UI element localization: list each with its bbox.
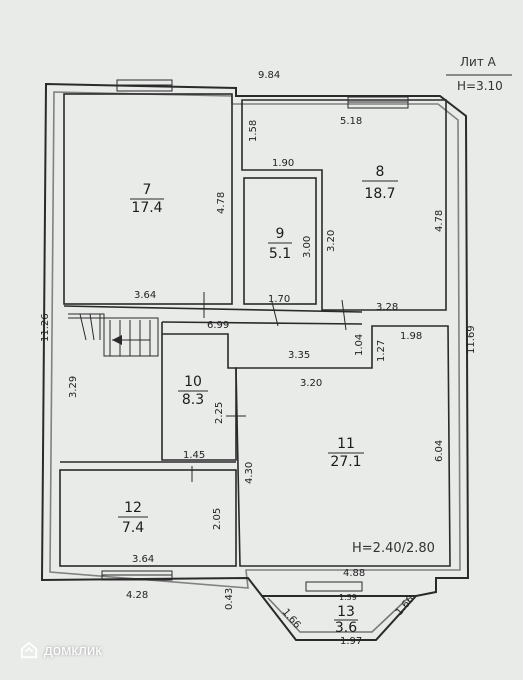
dim-r11-bottom: 4.88	[343, 568, 365, 579]
room-9-outline	[243, 177, 317, 305]
dim-r11-h: 6.04	[434, 440, 445, 462]
dim-r10-w: 1.45	[183, 450, 205, 461]
door-9	[271, 301, 279, 327]
dim-r12-w: 3.64	[132, 554, 154, 565]
outer-wall	[40, 82, 470, 597]
watermark-brand: домклик	[44, 641, 102, 659]
room-9-area: 5.1	[269, 246, 291, 262]
door-8	[341, 299, 347, 331]
dim-r8-left-step: 1.58	[248, 120, 259, 142]
dim-r10-top: 3.35	[288, 350, 310, 361]
room-10-outline	[161, 322, 237, 461]
dim-r7-h: 4.78	[216, 192, 227, 214]
room-9-number: 9	[276, 226, 285, 242]
dim-r11-left: 4.30	[244, 462, 255, 484]
bay-outline	[261, 595, 417, 641]
room-12-area: 7.4	[122, 520, 144, 536]
dim-r11-top-right: 1.98	[400, 331, 422, 342]
height-label: H=3.10	[457, 79, 503, 93]
dim-r9-top: 1.90	[272, 158, 294, 169]
dim-top-total: 9.84	[258, 70, 280, 81]
room-11-outline	[235, 325, 451, 567]
dim-left-total: 11.26	[40, 313, 51, 342]
dim-bay-small: 0.43	[224, 588, 235, 610]
lit-label: Лит А	[460, 55, 497, 69]
dim-r7-w: 3.64	[134, 290, 156, 301]
dim-hall-len: 6.99	[207, 320, 229, 331]
watermark: домклик	[20, 641, 102, 659]
dim-r11-step: 1.27	[376, 340, 387, 362]
room-10-area: 8.3	[182, 392, 204, 408]
room-8-outline	[241, 99, 447, 311]
room-11-number: 11	[337, 436, 355, 452]
dim-r8-w: 3.28	[376, 302, 398, 313]
hall-wall-bottom	[161, 321, 363, 325]
room-7-area: 17.4	[131, 200, 162, 216]
window-bay	[305, 581, 363, 592]
dim-r8-inner: 3.20	[326, 230, 337, 252]
bay-inner	[267, 597, 409, 633]
dim-stair-h: 3.29	[68, 376, 79, 398]
dim-bay-bottom: 1.97	[340, 636, 362, 647]
dim-bay-inner: 1.39	[339, 593, 357, 602]
outer-wall-inner	[49, 91, 461, 589]
dim-right-total: 11.69	[466, 325, 477, 354]
dim-r12-h: 2.05	[212, 508, 223, 530]
room-11-area: 27.1	[330, 454, 361, 470]
dim-bottom-left: 4.28	[126, 590, 148, 601]
hall-wall-top	[63, 305, 363, 313]
room-12-number: 12	[124, 500, 142, 516]
staircase	[68, 313, 159, 357]
dim-r8-h: 4.78	[434, 210, 445, 232]
dim-r8-top: 5.18	[340, 116, 362, 127]
room-7-outline	[63, 93, 233, 305]
ceiling-note: H=2.40/2.80	[352, 541, 435, 556]
room-13-number: 13	[337, 604, 355, 620]
dim-bay-side-right: 1.66	[394, 594, 417, 618]
dim-r9-h: 3.00	[302, 236, 313, 258]
room-12-outline	[59, 469, 237, 567]
room-7-number: 7	[143, 182, 152, 198]
dim-bay-side-left: 1.66	[280, 607, 303, 631]
room-8-number: 8	[376, 164, 385, 180]
room-13-area: 3.6	[335, 620, 357, 636]
dim-r11-top: 3.20	[300, 378, 322, 389]
house-icon	[20, 641, 38, 659]
room-8-area: 18.7	[364, 186, 395, 202]
dim-hall-h: 1.04	[354, 334, 365, 356]
dim-r9-w: 1.70	[268, 294, 290, 305]
dim-r10-h: 2.25	[214, 402, 225, 424]
room-10-number: 10	[184, 374, 202, 390]
